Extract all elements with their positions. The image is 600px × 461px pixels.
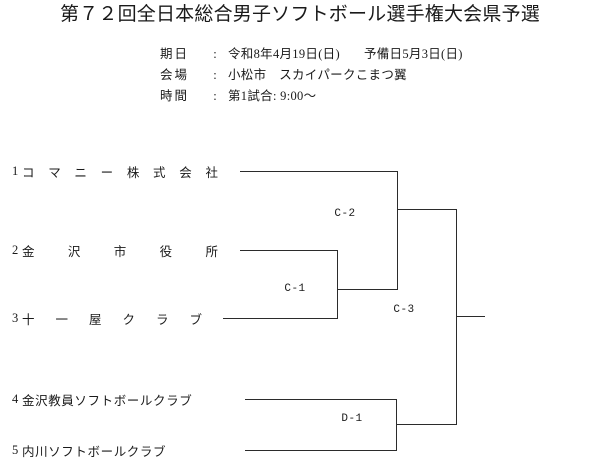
bracket-team-4: 4 金沢教員ソフトボールクラブ [0,390,245,408]
event-info: 期日 : 令和8年4月19日(日) 予備日5月3日(日) 会場 : 小松市 スカイ… [160,44,463,107]
info-value-venue: 小松市 スカイパークこまつ翼 [228,68,407,82]
team-name-3: 十一屋クラブ [22,312,202,327]
match-label-c1: C-1 [284,283,306,295]
info-row-date: 期日 : 令和8年4月19日(日) 予備日5月3日(日) [160,44,463,65]
team-line-4 [245,399,397,400]
team-number-4: 4 [12,391,19,406]
info-date-reserve: 予備日5月3日(日) [363,47,463,61]
info-date-main: 令和8年4月19日(日) [228,47,340,61]
match-connector-c3 [456,209,457,425]
bracket-team-5: 5 内川ソフトボールクラブ [0,441,245,459]
team-name-4: 金沢教員ソフトボールクラブ [22,393,193,408]
info-value-date: 令和8年4月19日(日) 予備日5月3日(日) [228,44,463,65]
info-colon-time: : [213,89,217,103]
info-label-venue: 会場 [160,68,190,82]
match-winner-line-c1 [337,289,398,290]
match-label-c2: C-2 [334,208,356,220]
info-row-time: 時間 : 第1試合: 9:00～ [160,86,463,107]
bracket-team-2: 2 金沢市役所 [0,241,240,259]
info-value-time: 第1試合: 9:00～ [228,89,317,103]
team-line-2 [240,250,338,251]
team-number-2: 2 [12,242,19,257]
match-winner-line-d1 [396,424,457,425]
team-line-1 [240,171,398,172]
team-line-3 [223,318,338,319]
champion-line [456,316,485,317]
info-colon-venue: : [213,68,217,82]
team-name-5: 内川ソフトボールクラブ [22,444,167,459]
info-label-date: 期日 [160,47,190,61]
page-title: 第７２回全日本総合男子ソフトボール選手権大会県予選 [59,4,540,25]
match-connector-d1 [396,399,397,451]
team-line-5 [245,450,397,451]
match-winner-line-c2 [397,209,457,210]
info-label-time: 時間 [160,89,190,103]
match-connector-c2 [397,171,398,290]
match-label-c3: C-3 [393,304,415,316]
match-connector-c1 [337,250,338,319]
bracket-team-1: 1 コマニー株式会社 [0,162,240,180]
info-row-venue: 会場 : 小松市 スカイパークこまつ翼 [160,65,463,86]
team-number-3: 3 [12,310,19,325]
match-label-d1: D-1 [341,413,363,425]
team-name-1: コマニー株式会社 [22,165,218,180]
bracket-team-3: 3 十一屋クラブ [0,309,223,327]
team-number-5: 5 [12,442,19,457]
info-colon-date: : [213,47,217,61]
team-name-2: 金沢市役所 [22,244,218,259]
team-number-1: 1 [12,163,19,178]
